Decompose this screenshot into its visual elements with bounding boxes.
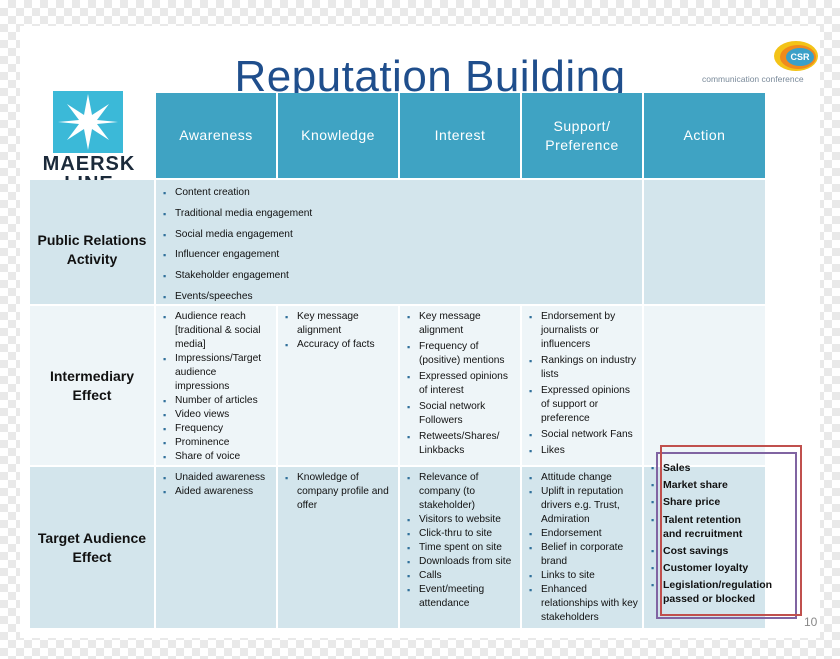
column-header-interest: Interest — [400, 93, 522, 180]
list-item: Events/speeches — [162, 290, 638, 304]
target-action-cell: Sales Market share Share price Talent re… — [644, 461, 772, 630]
column-header-awareness: Awareness — [156, 93, 278, 180]
column-header-knowledge: Knowledge — [278, 93, 400, 180]
target-support-cell: Attitude change Uplift in reputation dri… — [522, 467, 644, 630]
target-interest-cell: Relevance of company (to stakeholder) Vi… — [400, 467, 522, 630]
maersk-star-icon — [53, 91, 123, 153]
target-knowledge-cell: Knowledge of company profile and offer — [278, 467, 400, 630]
list-item: Number of articles — [162, 394, 272, 408]
list-item: Expressed opinions of support or prefere… — [528, 384, 638, 426]
page-title: Reputation Building — [234, 52, 626, 101]
list-item: Uplift in reputation drivers e.g. Trust,… — [528, 485, 638, 527]
list-item: Click-thru to site — [406, 527, 516, 541]
intermediary-knowledge-cell: Key message alignment Accuracy of facts — [278, 306, 400, 467]
csr-conference-logo: CSR communication conference — [700, 40, 820, 88]
intermediary-awareness-cell: Audience reach [traditional & social med… — [156, 306, 278, 467]
reputation-table: Awareness Knowledge Interest Support/ Pr… — [30, 93, 772, 630]
list-item: Impressions/Target audience impressions — [162, 352, 272, 394]
list-item: Market share — [650, 478, 761, 492]
list-item: Sales — [650, 461, 761, 475]
list-item: Share of voice — [162, 450, 272, 464]
list-item: Visitors to website — [406, 513, 516, 527]
list-item: Prominence — [162, 436, 272, 450]
list-item: Cost savings — [650, 544, 761, 558]
row-header-intermediary-effect: Intermediary Effect — [30, 306, 156, 467]
row-header-pr-activity: Public Relations Activity — [30, 195, 156, 306]
list-item: Endorsement — [528, 527, 638, 541]
list-item: Belief in corporate brand — [528, 541, 638, 569]
list-item: Relevance of company (to stakeholder) — [406, 471, 516, 513]
list-item: Share price — [650, 495, 761, 509]
list-item: Expressed opinions of interest — [406, 370, 516, 398]
target-awareness-cell: Unaided awareness Aided awareness — [156, 467, 278, 630]
column-header-support-preference: Support/ Preference — [522, 93, 644, 180]
list-item: Traditional media engagement — [162, 207, 638, 221]
list-item: Stakeholder engagement — [162, 269, 638, 283]
maersk-logo-line1: MAERSK — [42, 153, 136, 175]
list-item: Frequency of (positive) mentions — [406, 340, 516, 368]
page-number: 10 — [804, 615, 818, 629]
row-header-target-audience-effect: Target Audience Effect — [30, 467, 156, 630]
list-item: Social network Fans — [528, 428, 638, 442]
csr-tagline: communication conference — [702, 74, 804, 84]
list-item: Key message alignment — [284, 310, 394, 338]
list-item: Links to site — [528, 569, 638, 583]
intermediary-support-cell: Endorsement by journalists or influencer… — [522, 306, 644, 467]
maersk-line-logo: MAERSK LINE — [22, 87, 156, 195]
list-item: Knowledge of company profile and offer — [284, 471, 394, 513]
pr-activity-action-cell — [644, 180, 767, 306]
pr-activity-cell: Content creation Traditional media engag… — [156, 180, 644, 306]
list-item: Social network Followers — [406, 400, 516, 428]
list-item: Enhanced relationships with key stakehol… — [528, 583, 638, 625]
list-item: Retweets/Shares/ Linkbacks — [406, 430, 516, 458]
list-item: Rankings on industry lists — [528, 354, 638, 382]
csr-badge-text: CSR — [790, 52, 810, 62]
column-header-action: Action — [644, 93, 767, 180]
list-item: Content creation — [162, 186, 638, 200]
intermediary-interest-cell: Key message alignment Frequency of (posi… — [400, 306, 522, 467]
list-item: Video views — [162, 408, 272, 422]
list-item: Legislation/regulation passed or blocked — [650, 578, 772, 606]
list-item: Audience reach [traditional & social med… — [162, 310, 272, 352]
list-item: Attitude change — [528, 471, 638, 485]
list-item: Time spent on site — [406, 541, 516, 555]
highlight-box-red — [660, 445, 802, 616]
list-item: Key message alignment — [406, 310, 516, 338]
list-item: Influencer engagement — [162, 248, 638, 262]
highlight-box-purple — [656, 452, 797, 619]
list-item: Event/meeting attendance — [406, 583, 516, 611]
list-item: Social media engagement — [162, 228, 638, 242]
list-item: Likes — [528, 444, 638, 458]
list-item: Aided awareness — [162, 485, 272, 499]
list-item: Endorsement by journalists or influencer… — [528, 310, 638, 352]
list-item: Talent retention and recruitment — [650, 513, 761, 541]
logo-spacer — [30, 180, 156, 195]
list-item: Downloads from site — [406, 555, 516, 569]
list-item: Customer loyalty — [650, 561, 761, 575]
list-item: Unaided awareness — [162, 471, 272, 485]
csr-badge-icon: CSR — [774, 41, 818, 71]
intermediary-action-cell — [644, 306, 767, 467]
list-item: Accuracy of facts — [284, 338, 394, 352]
list-item: Frequency — [162, 422, 272, 436]
list-item: Calls — [406, 569, 516, 583]
